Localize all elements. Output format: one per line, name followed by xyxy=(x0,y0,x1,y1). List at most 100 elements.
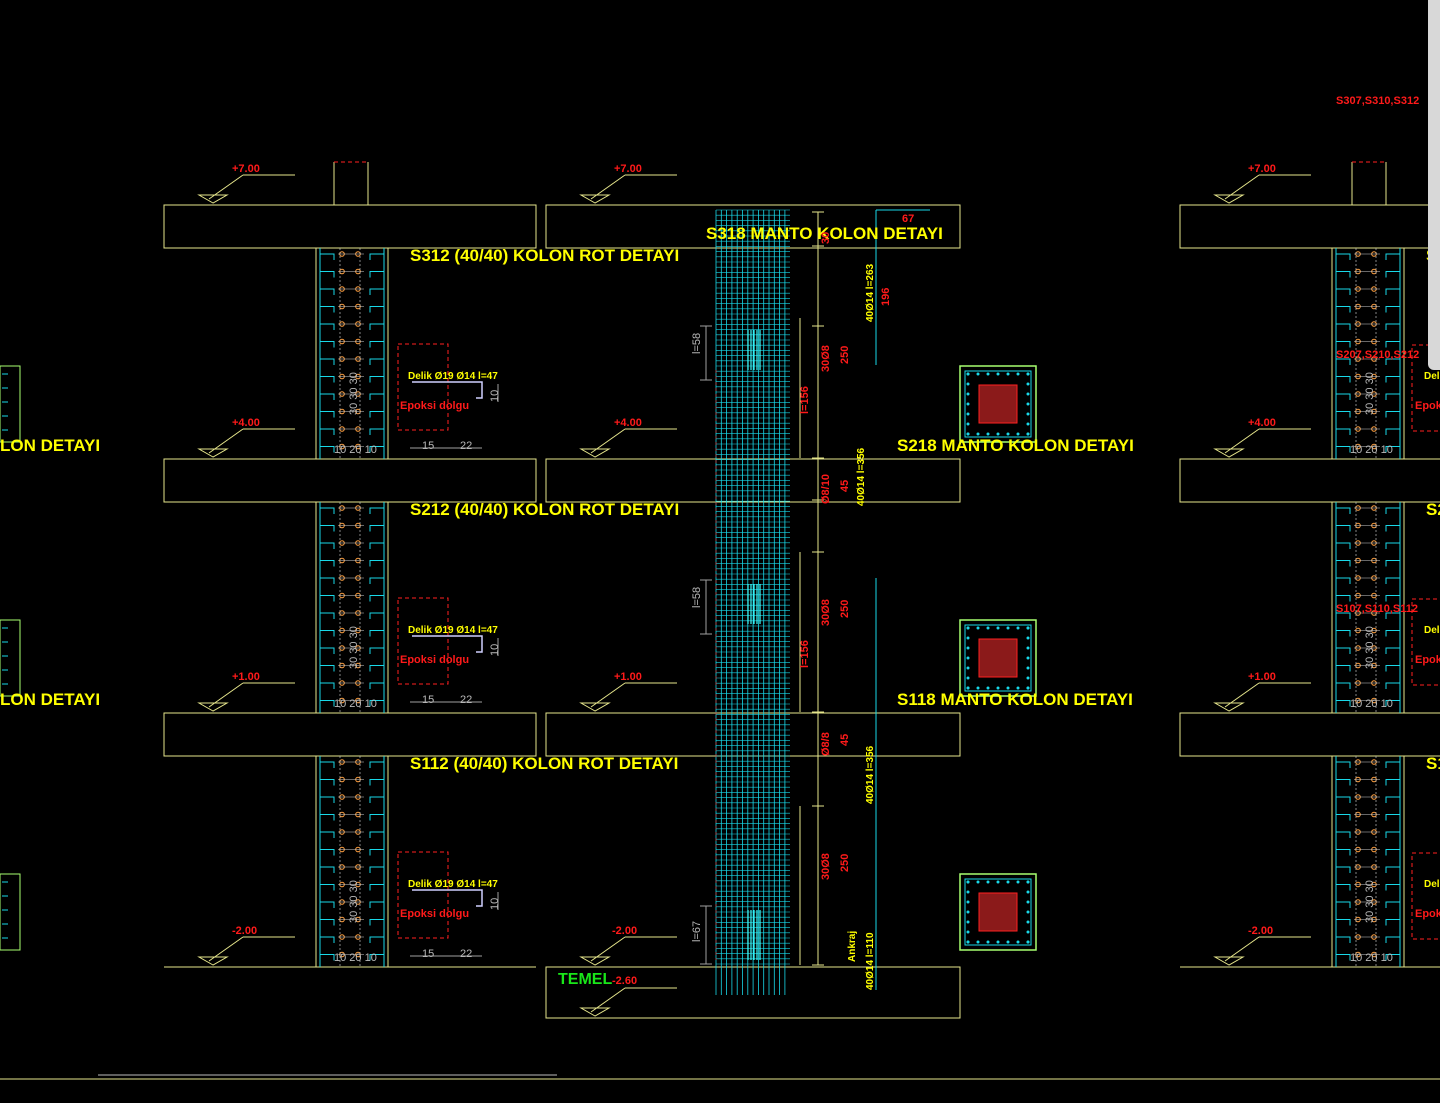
stirrup xyxy=(1336,682,1400,689)
stirrup xyxy=(1336,411,1400,418)
level-marker xyxy=(208,936,244,962)
section-bar xyxy=(1016,880,1020,884)
dim-label: 250 xyxy=(839,854,851,872)
section-bar xyxy=(976,432,980,436)
bar-label: 40Ø14 l=356 xyxy=(856,447,867,506)
stirrup xyxy=(320,393,384,400)
section-bar xyxy=(966,422,970,426)
title-s112-rot: S112 (40/40) KOLON ROT DETAYI xyxy=(410,754,678,773)
column-outline xyxy=(315,755,389,968)
level-label: +1.00 xyxy=(614,671,642,683)
section-bar xyxy=(966,920,970,924)
section-bar xyxy=(986,880,990,884)
slab-outline xyxy=(163,458,537,503)
manto-section-stirrup xyxy=(964,878,1032,946)
section-bar xyxy=(1026,432,1030,436)
stirrup xyxy=(1336,884,1400,891)
stirrup xyxy=(320,901,384,908)
anchor-detail-box xyxy=(1411,852,1440,940)
stirrup xyxy=(1336,253,1400,260)
level-marker xyxy=(590,174,626,200)
level-label: +1.00 xyxy=(232,671,260,683)
epoxy-note-partial: Epok xyxy=(1415,654,1440,666)
dim-label: l=156 xyxy=(799,386,811,414)
section-bar xyxy=(1026,626,1030,630)
column-outline xyxy=(315,501,389,714)
level-marker xyxy=(590,428,626,454)
section-bar xyxy=(1006,940,1010,944)
stirrup xyxy=(320,954,384,961)
partial-section xyxy=(0,619,21,697)
dim-label: l=58 xyxy=(691,333,703,354)
dim-label: l=67 xyxy=(691,921,703,942)
stirrup xyxy=(320,884,384,891)
section-bar xyxy=(966,402,970,406)
column-outline xyxy=(1331,247,1405,460)
level-marker xyxy=(590,682,626,708)
existing-column-hatch xyxy=(978,384,1018,424)
dim-label: l=58 xyxy=(691,587,703,608)
stirrup xyxy=(1336,525,1400,532)
dim-label: 22 xyxy=(460,694,472,706)
vertical-scrollbar[interactable] xyxy=(1428,0,1440,370)
stirrup xyxy=(320,306,384,313)
section-bar xyxy=(1026,412,1030,416)
section-bar xyxy=(966,666,970,670)
slab-outline xyxy=(163,712,537,757)
title-s218-manto: S218 MANTO KOLON DETAYI xyxy=(897,436,1134,455)
dim-label: 22 xyxy=(460,440,472,452)
stirrup-label: 30Ø8 xyxy=(820,345,832,372)
section-bar xyxy=(966,890,970,894)
section-bar xyxy=(996,940,1000,944)
dim-label: 30 xyxy=(820,232,832,244)
stirrup xyxy=(320,323,384,330)
stirrup xyxy=(1336,341,1400,348)
section-bar xyxy=(1006,372,1010,376)
column-outline xyxy=(315,247,389,460)
section-bar xyxy=(966,900,970,904)
level-marker xyxy=(1213,956,1245,966)
level-marker xyxy=(208,428,244,454)
stirrup-label: Ø8/10 xyxy=(820,474,832,504)
stirrup xyxy=(320,446,384,453)
section-bar xyxy=(1006,880,1010,884)
section-bar xyxy=(996,432,1000,436)
section-bar xyxy=(966,686,970,690)
section-bar xyxy=(1016,432,1020,436)
col-spacing-label: 30 30 30 xyxy=(1364,880,1376,923)
section-bar xyxy=(966,372,970,376)
epoxy-note: Epoksi dolgu xyxy=(400,908,469,920)
stirrup xyxy=(320,358,384,365)
anchor-bar xyxy=(412,889,483,907)
column-group-tag: S207,S210,S212 xyxy=(1336,349,1419,361)
anchor-hole-note-partial: Del xyxy=(1424,879,1440,890)
level-label: +1.00 xyxy=(1248,671,1276,683)
level-marker xyxy=(1224,428,1260,454)
section-bar xyxy=(966,432,970,436)
stirrup xyxy=(1336,446,1400,453)
dim-label: 15 xyxy=(422,440,434,452)
anchor-hole-note-partial: Del xyxy=(1424,625,1440,636)
title-s318-manto: S318 MANTO KOLON DETAYI xyxy=(706,224,943,243)
stirrup-label: 30Ø8 xyxy=(820,599,832,626)
stirrup xyxy=(1336,814,1400,821)
stirrup-label: Ø8/8 xyxy=(820,732,832,756)
stirrup xyxy=(1336,428,1400,435)
stirrup xyxy=(1336,630,1400,637)
section-bar xyxy=(966,676,970,680)
title-s212-rot: S212 (40/40) KOLON ROT DETAYI xyxy=(410,500,679,519)
section-bar xyxy=(996,880,1000,884)
foundation-label: TEMEL xyxy=(558,971,612,988)
stirrup xyxy=(320,288,384,295)
stirrup xyxy=(1336,393,1400,400)
section-bar xyxy=(966,626,970,630)
spacing-label: 10 20 10 xyxy=(1350,952,1393,964)
spacing-label: 10 20 10 xyxy=(1350,444,1393,456)
dim-label: 10 xyxy=(489,644,501,656)
col-spacing-label: 30 30 30 xyxy=(1364,372,1376,415)
stirrup xyxy=(320,428,384,435)
stirrup xyxy=(320,253,384,260)
section-bar xyxy=(1026,402,1030,406)
stirrup xyxy=(320,849,384,856)
